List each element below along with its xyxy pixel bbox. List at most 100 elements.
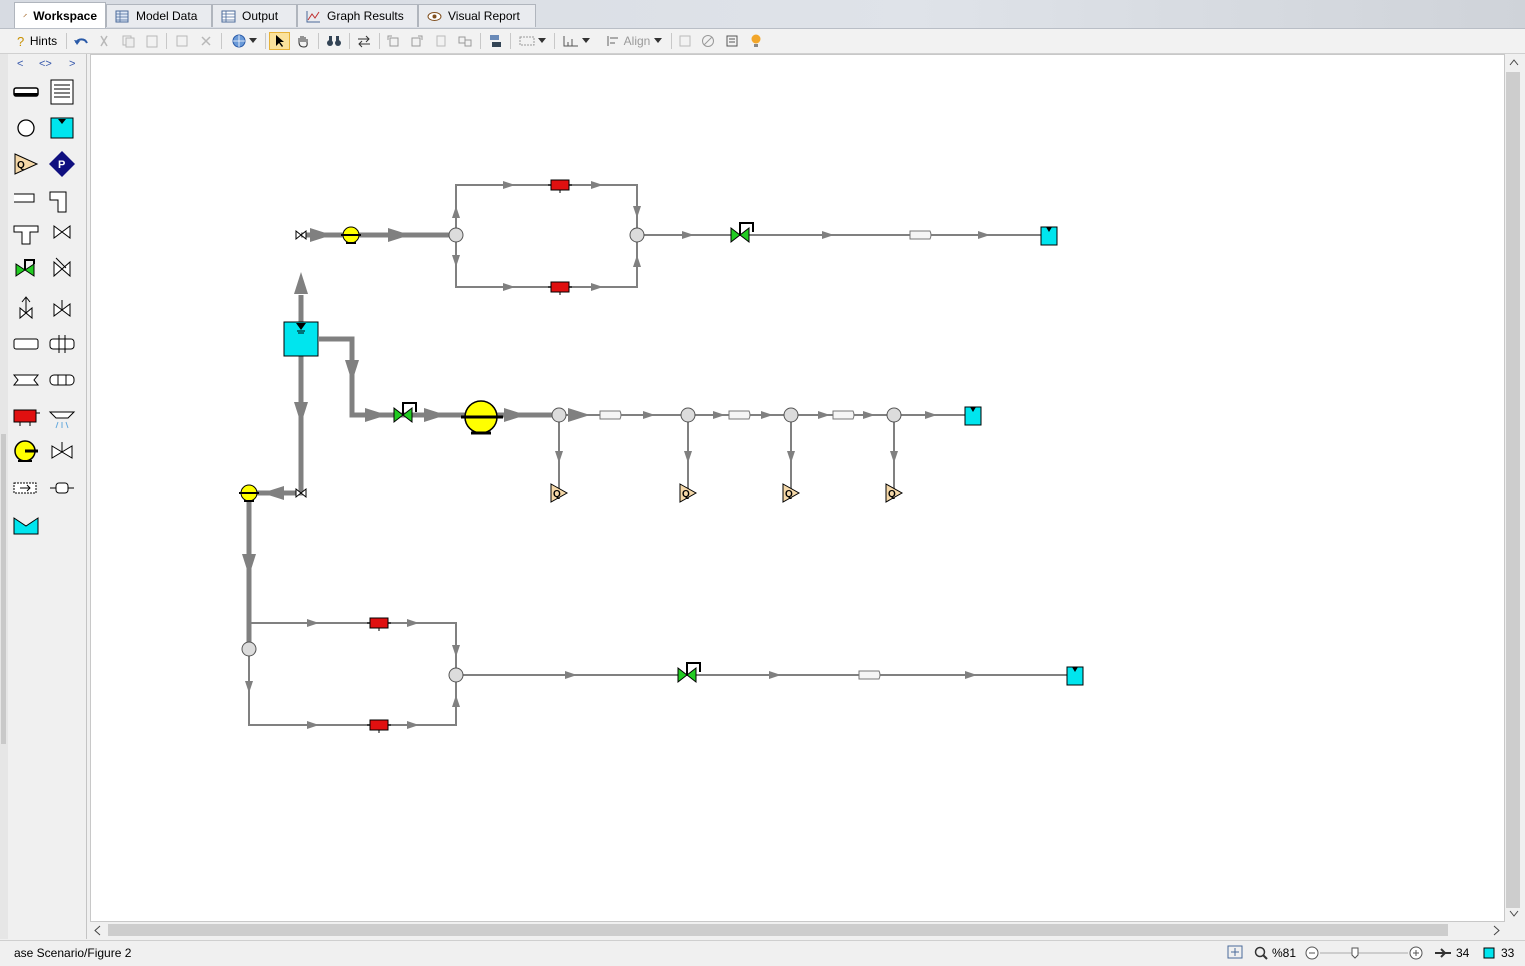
tips-button[interactable]	[746, 32, 766, 50]
splitter-grip[interactable]	[1, 434, 6, 744]
align-dropdown[interactable]: Align	[600, 32, 668, 50]
tab-workspace[interactable]: Workspace	[14, 2, 106, 28]
palette-next-button[interactable]: >	[69, 58, 76, 70]
branch[interactable]	[886, 407, 902, 423]
reservoir[interactable]	[1066, 666, 1084, 686]
rotate-right-button[interactable]	[407, 32, 427, 50]
workspace-canvas[interactable]: Q	[90, 54, 1505, 922]
zoom-slider-control[interactable]	[1304, 945, 1426, 961]
heat-exchanger[interactable]	[366, 719, 392, 734]
select-tool-button[interactable]	[269, 32, 290, 50]
zoom-dropdown-button[interactable]	[226, 32, 262, 50]
zoom-slider[interactable]	[1304, 945, 1426, 961]
fit-to-window-button[interactable]	[1226, 944, 1244, 960]
heat-exchanger[interactable]	[547, 179, 573, 194]
scroll-up-icon[interactable]	[1505, 54, 1523, 72]
tab-output[interactable]: Output	[212, 4, 297, 27]
branch-icon[interactable]	[12, 114, 40, 142]
pump-icon[interactable]	[12, 438, 40, 466]
gate-valve[interactable]	[295, 230, 307, 240]
compressor-icon[interactable]	[12, 474, 40, 502]
scroll-left-icon[interactable]	[90, 922, 106, 939]
valve-icon[interactable]	[48, 438, 76, 466]
tee-icon[interactable]	[12, 218, 40, 246]
heat-exchanger[interactable]	[366, 617, 392, 632]
hide-button[interactable]	[698, 32, 718, 50]
scenario-button[interactable]	[722, 32, 742, 50]
heat-exchanger[interactable]	[547, 281, 573, 296]
branch[interactable]	[629, 227, 645, 243]
volume-balance-icon[interactable]	[12, 510, 40, 538]
scroll-down-icon[interactable]	[1505, 907, 1523, 921]
hints-button[interactable]: ? Hints	[12, 32, 62, 50]
spray-discharge[interactable]	[909, 230, 932, 240]
network-diagram[interactable]: Q	[91, 55, 1504, 921]
control-valve[interactable]	[677, 662, 701, 683]
general-component-icon[interactable]	[48, 474, 76, 502]
grid-dropdown[interactable]	[558, 32, 594, 50]
heat-exchanger-icon[interactable]	[12, 402, 40, 430]
branch[interactable]	[680, 407, 696, 423]
pipe-icon[interactable]	[12, 78, 40, 106]
spray-nozzle-icon[interactable]	[48, 402, 76, 430]
main-pump[interactable]	[461, 400, 503, 435]
elbow-icon[interactable]	[48, 186, 76, 214]
find-button[interactable]	[323, 32, 345, 50]
branch[interactable]	[783, 407, 799, 423]
assigned-pressure-icon[interactable]: P	[48, 150, 76, 178]
spray-discharge[interactable]	[728, 410, 751, 420]
gate-valve-icon[interactable]	[48, 218, 76, 246]
horizontal-scroll-thumb[interactable]	[108, 924, 1448, 936]
pipes[interactable]	[246, 184, 1075, 726]
workspace-layer-button[interactable]	[484, 32, 506, 50]
vertical-scrollbar[interactable]	[1505, 54, 1523, 922]
paste-button[interactable]	[142, 32, 162, 50]
zoom-indicator[interactable]: %81	[1254, 946, 1296, 960]
selection-mode-dropdown[interactable]	[514, 32, 550, 50]
reverse-direction-button[interactable]	[353, 32, 375, 50]
assigned-flow-icon[interactable]: Q	[12, 150, 40, 178]
tab-graph-results[interactable]: Graph Results	[297, 4, 418, 27]
spray-discharge[interactable]	[599, 410, 622, 420]
annotation-button[interactable]	[675, 32, 695, 50]
flip-button[interactable]	[431, 32, 451, 50]
delete-button[interactable]	[196, 32, 216, 50]
vertical-scroll-thumb[interactable]	[1506, 72, 1520, 908]
tab-visual-report[interactable]: Visual Report	[418, 4, 536, 27]
venturi-icon[interactable]	[48, 366, 76, 394]
undo-button[interactable]	[71, 32, 91, 50]
orifice-icon[interactable]	[48, 330, 76, 358]
branch[interactable]	[448, 667, 464, 683]
reservoir[interactable]	[1040, 226, 1058, 246]
rotate-left-button[interactable]	[383, 32, 403, 50]
branch[interactable]	[448, 227, 464, 243]
check-valve-icon[interactable]	[48, 254, 76, 282]
tab-model-data[interactable]: Model Data	[106, 4, 212, 27]
branch[interactable]	[551, 407, 567, 423]
cut-button[interactable]	[94, 32, 114, 50]
control-valve[interactable]	[730, 222, 754, 243]
horizontal-scrollbar[interactable]	[90, 922, 1505, 939]
pump[interactable]	[238, 484, 260, 502]
reservoir-icon[interactable]	[48, 114, 76, 142]
screen-icon[interactable]	[12, 366, 40, 394]
junctions[interactable]	[238, 179, 1084, 734]
three-way-valve-icon[interactable]	[48, 294, 76, 322]
select-all-button[interactable]	[172, 32, 192, 50]
pan-tool-button[interactable]	[293, 32, 313, 50]
scroll-right-icon[interactable]	[1488, 922, 1504, 939]
relief-valve-icon[interactable]	[12, 294, 40, 322]
supply-reservoir[interactable]	[283, 321, 319, 357]
copy-button[interactable]	[118, 32, 138, 50]
palette-prev-button[interactable]: <	[17, 58, 24, 70]
group-button[interactable]	[455, 32, 475, 50]
spray-discharge-icon[interactable]	[12, 330, 40, 358]
branch[interactable]	[241, 641, 257, 657]
pump[interactable]	[340, 226, 362, 244]
palette-toggle-button[interactable]: <>	[39, 58, 52, 70]
spray-discharge[interactable]	[858, 670, 881, 680]
control-valve-icon[interactable]	[12, 254, 40, 282]
bend-icon[interactable]	[12, 186, 40, 214]
reservoir[interactable]	[964, 406, 982, 426]
spray-discharge[interactable]	[832, 410, 855, 420]
